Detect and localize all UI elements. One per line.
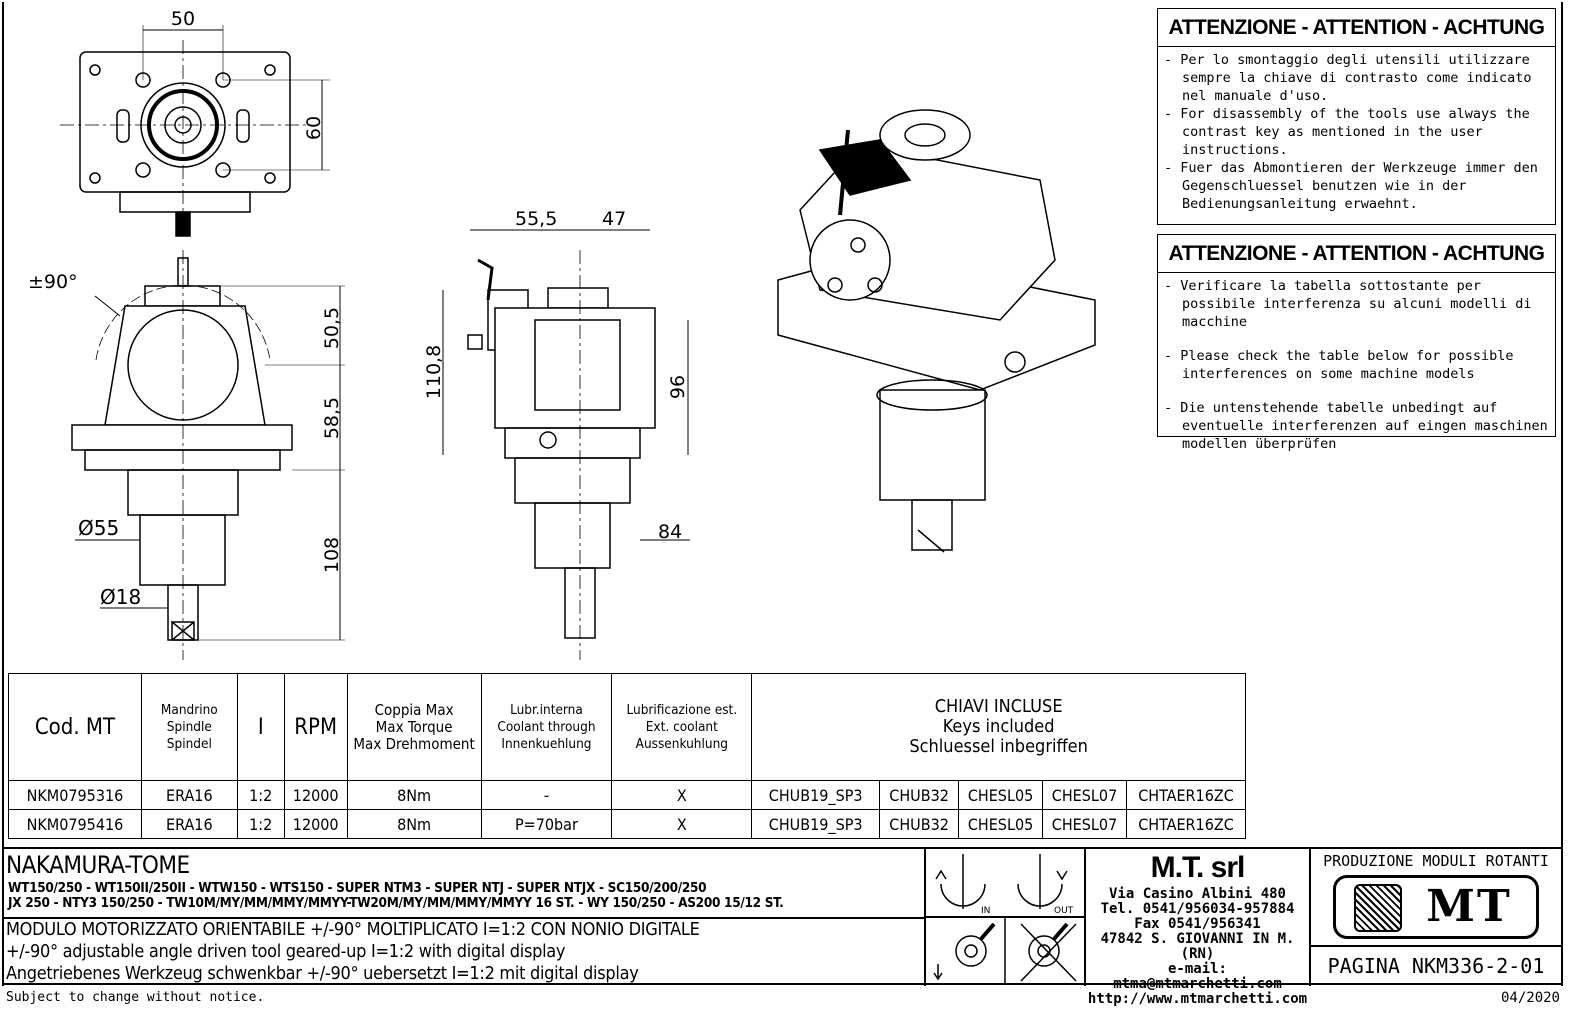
dim-shank-height: 108 (321, 537, 343, 573)
description-de: Angetriebenes Werkzeug schwenkbar +/-90°… (6, 963, 639, 984)
attention-item: - Per lo smontaggio degli utensili utili… (1164, 52, 1532, 104)
change-notice: Subject to change without notice. (6, 990, 265, 1005)
attention-item: - Fuer das Abmontieren der Werkzeuge imm… (1164, 160, 1538, 212)
description-it: MODULO MOTORIZZATO ORIENTABILE +/-90° MO… (6, 919, 700, 940)
dim-body-diameter: Ø55 (78, 516, 119, 540)
attention-heading: ATTENZIONE - ATTENTION - ACHTUNG (1158, 235, 1555, 273)
module-illustration-icon (1354, 884, 1402, 932)
key-wrong-usage-icon (1020, 922, 1077, 982)
cell-key: CHESL07 (1042, 780, 1127, 810)
production-block: PRODUZIONE MODULI ROTANTI MT PAGINA NKM3… (1309, 847, 1563, 986)
side-view (442, 229, 690, 660)
dim-side-84: 84 (658, 521, 682, 543)
rotation-out-label: OUT (1054, 906, 1074, 916)
cell-key: CHUB32 (879, 809, 960, 839)
models-line: WT150/250 - WT150II/250II - WTW150 - WTS… (8, 880, 707, 896)
attention-heading: ATTENZIONE - ATTENTION - ACHTUNG (1158, 9, 1555, 47)
models-line: JX 250 - NTY3 150/250 - TW10M/MY/MM/MMY/… (8, 895, 784, 911)
attention-item: - Die untenstehende tabelle unbedingt au… (1164, 400, 1548, 452)
header-rpm: RPM (283, 673, 348, 781)
header-ratio: I (236, 673, 285, 781)
cell-external-coolant: X (611, 780, 753, 810)
dim-upper-height: 50,5 (321, 307, 343, 349)
company-info: M.T. srl Via Casino Albini 480 Tel. 0541… (1084, 847, 1311, 1007)
revision-date: 04/2020 (1500, 990, 1560, 1006)
cell-torque: 8Nm (346, 780, 482, 810)
address-line: 47842 S. GIOVANNI IN M. (RN) (1100, 931, 1295, 962)
logo-text: MT (1426, 881, 1512, 932)
cell-key: CHTAER16ZC (1125, 780, 1247, 810)
product-descriptions: MODULO MOTORIZZATO ORIENTABILE +/-90° MO… (4, 917, 926, 985)
technical-drawings: 50 60 ±90° 50,5 58,5 108 Ø55 Ø18 55,5 47… (28, 8, 1096, 660)
cell-rpm: 12000 (283, 780, 348, 810)
dim-side-width-2: 47 (602, 208, 626, 230)
cell-key: CHUB32 (879, 780, 960, 810)
email-text: e-mail: mtma@mtmarchetti.com (1113, 961, 1282, 992)
address-line: Tel. 0541/956034-957884 (1100, 901, 1295, 917)
machine-brand: NAKAMURA-TOME (6, 851, 190, 879)
attention-item: - Please check the table below for possi… (1164, 348, 1514, 382)
cell-key: CHESL05 (958, 809, 1044, 839)
cell-spindle: ERA16 (140, 780, 238, 810)
dim-angle: ±90° (28, 271, 78, 293)
cell-rpm: 12000 (283, 809, 348, 839)
cell-ratio: 1:2 (236, 809, 285, 839)
isometric-view (777, 109, 1096, 553)
cell-internal-coolant: - (480, 780, 613, 810)
front-view (71, 250, 345, 660)
dim-top-width: 50 (171, 8, 195, 30)
top-view (60, 25, 330, 240)
dim-lower-height: 58,5 (321, 397, 343, 439)
cell-internal-coolant: P=70bar (480, 809, 613, 839)
dim-top-height: 60 (303, 116, 325, 140)
cell-key: CHESL05 (958, 780, 1044, 810)
address-line: Fax 0541/956341 (1134, 916, 1261, 932)
key-usage-icon (933, 922, 996, 981)
rotation-out-icon (1017, 854, 1068, 909)
cell-key: CHTAER16ZC (1125, 809, 1247, 839)
cell-key: CHUB19_SP3 (751, 809, 881, 839)
header-code: Cod. MT (8, 673, 142, 781)
cell-key: CHESL07 (1042, 809, 1127, 839)
cell-key: CHUB19_SP3 (751, 780, 881, 810)
description-en: +/-90° adjustable angle driven tool gear… (6, 941, 566, 962)
attention-box-interference: ATTENZIONE - ATTENTION - ACHTUNG - Verif… (1157, 234, 1556, 452)
attention-item: - For disassembly of the tools use alway… (1164, 106, 1530, 158)
website-text: http://www.mtmarchetti.com (1087, 991, 1308, 1007)
mt-logo: MT (1333, 875, 1539, 939)
dim-shaft-diameter: Ø18 (100, 585, 141, 609)
rotation-pictograms: IN OUT (924, 847, 1086, 986)
cell-code: NKM0795316 (8, 780, 142, 810)
cell-spindle: ERA16 (140, 809, 238, 839)
machine-models: WT150/250 - WT150II/250II - WTW150 - WTS… (4, 881, 926, 917)
drawing-frame (2, 2, 1563, 985)
dim-side-width-1: 55,5 (515, 208, 557, 230)
cell-external-coolant: X (611, 809, 753, 839)
cell-code: NKM0795416 (8, 809, 142, 839)
dim-side-96: 96 (667, 375, 689, 399)
cell-torque: 8Nm (346, 809, 482, 839)
attention-box-tool-disassembly: ATTENZIONE - ATTENTION - ACHTUNG - Per l… (1157, 8, 1556, 225)
dim-side-total: 110,8 (423, 345, 445, 399)
rotation-in-icon (935, 854, 986, 909)
cell-ratio: 1:2 (236, 780, 285, 810)
title-block-main: NAKAMURA-TOME WT150/250 - WT150II/250II … (2, 847, 926, 986)
rotation-in-label: IN (981, 906, 990, 916)
page-number: PAGINA NKM336-2-01 (1311, 945, 1561, 985)
company-name: M.T. srl (1150, 851, 1246, 884)
attention-item: - Verificare la tabella sottostante per … (1164, 278, 1532, 330)
address-line: Via Casino Albini 480 (1108, 886, 1286, 902)
production-label: PRODUZIONE MODULI ROTANTI (1323, 852, 1549, 870)
